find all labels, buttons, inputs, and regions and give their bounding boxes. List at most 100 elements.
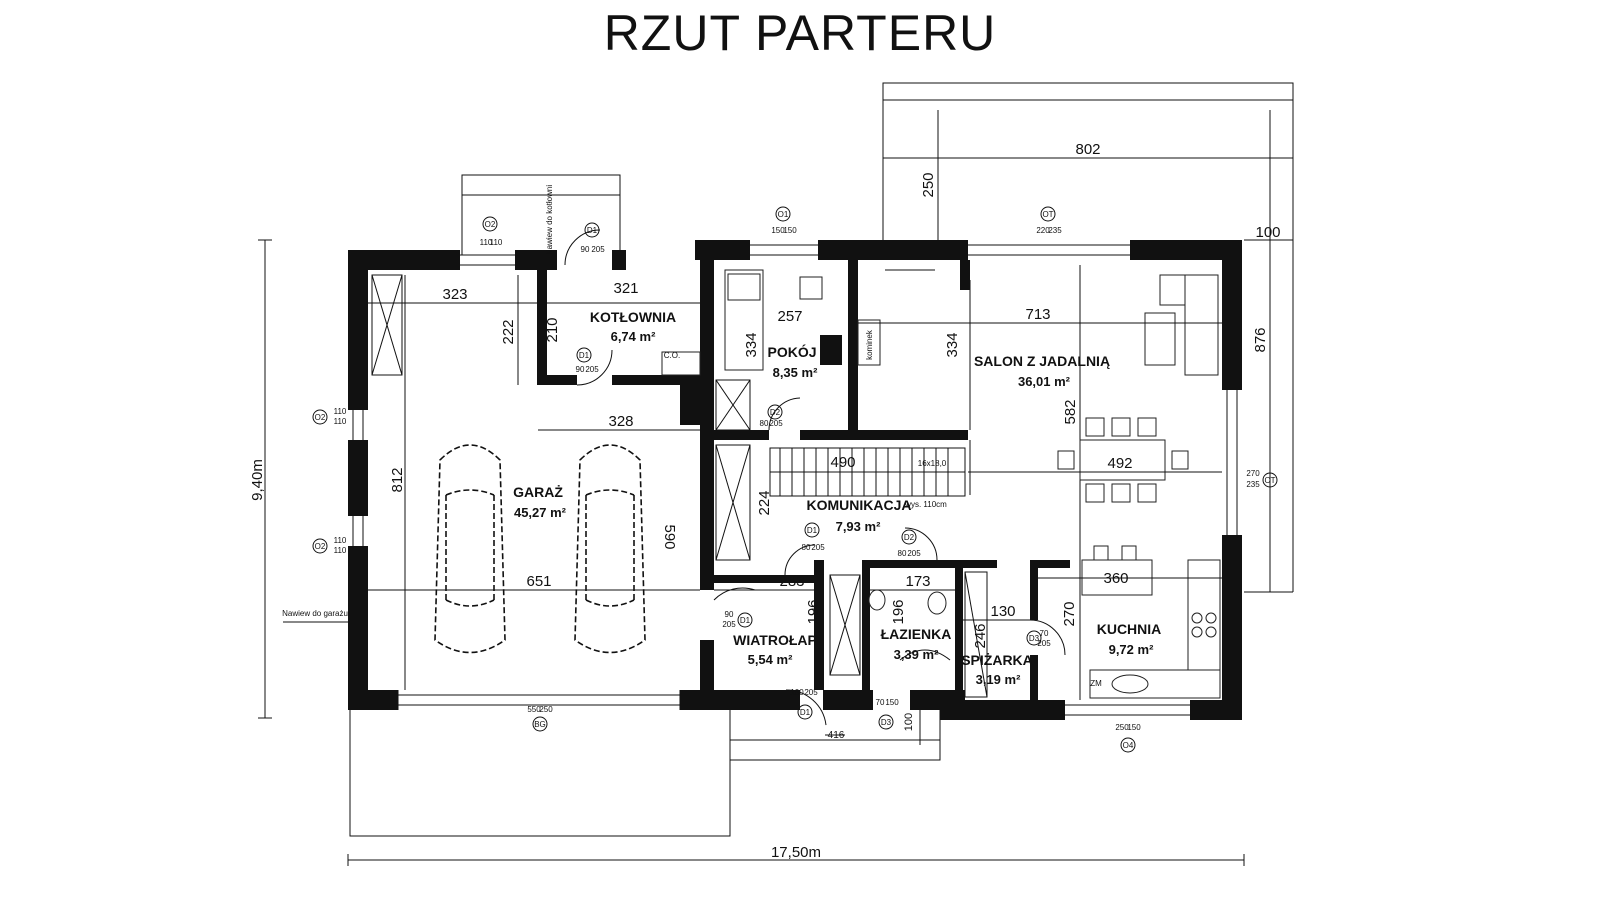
dim-right-876: 876	[1252, 327, 1269, 352]
dim-salon-582: 582	[1062, 399, 1079, 424]
furniture	[661, 269, 1221, 699]
opening-tag-label: O1	[778, 210, 789, 219]
dim-terrace-depth: 250	[920, 172, 937, 197]
dim-wiat-196: 196	[805, 599, 822, 624]
opening-tag-width: 70	[876, 698, 885, 707]
opening-tag-width: 220	[1036, 226, 1050, 235]
opening-tag-o2-left1: O2 110 110	[312, 407, 347, 426]
opening-tag-d3-spizarka: D3 70 205	[1026, 619, 1066, 656]
opening-tag-o2-left2: O2 110 110	[312, 536, 347, 555]
room-labels: KOTŁOWNIA 6,74 m² POKÓJ 8,35 m² SALON Z …	[513, 309, 1161, 687]
dim-garage-651: 651	[526, 573, 551, 590]
dimension-lines	[258, 110, 1278, 866]
fireplace-label: kominek	[865, 329, 874, 360]
opening-tag-d2-pokoj: D2 80 205	[760, 397, 801, 431]
dim-spiz-246: 246	[972, 623, 989, 648]
staircase	[769, 447, 966, 497]
dim-overall-height: 9,40m	[249, 459, 266, 501]
opening-tag-o2-top: O2 110 110	[480, 216, 503, 247]
opening-tag-label: D1	[579, 351, 590, 360]
stairs-steps: 16x18,0	[918, 459, 947, 468]
opening-tag-label: D1	[800, 708, 811, 717]
opening-tag-d2-komunikacja: D2 80 205	[898, 527, 938, 561]
room-name-wiatrolap: WIATROŁAP	[733, 632, 817, 648]
room-name-kuchnia: KUCHNIA	[1097, 621, 1162, 637]
opening-tag-height: 150	[783, 226, 797, 235]
opening-tag-height: 150	[885, 698, 899, 707]
opening-tag-width: 550	[527, 705, 541, 714]
dim-laz-196: 196	[890, 599, 907, 624]
opening-tag-width: 90	[725, 610, 734, 619]
room-area-komunikacja: 7,93 m²	[836, 519, 881, 534]
dim-wiat-283: 283	[779, 573, 804, 590]
opening-tag-height: 205	[1037, 639, 1051, 648]
kotlownia-vent-note: Nawiew do kotłowni	[545, 185, 554, 255]
opening-tag-height: 110	[334, 417, 347, 426]
dim-kotlownia-321: 321	[613, 280, 638, 297]
opening-tag-label: OT	[1264, 476, 1275, 485]
opening-tag-width: 80	[760, 419, 769, 428]
stairs-note: wys. 110cm	[904, 500, 947, 509]
opening-tag-height: 205	[804, 688, 818, 697]
opening-tag-label: O4	[1123, 741, 1134, 750]
dim-210: 210	[544, 317, 561, 342]
opening-tag-width: 80	[898, 549, 907, 558]
opening-tag-height: 235	[1048, 226, 1062, 235]
opening-tag-width: 110	[334, 536, 347, 545]
dim-garage-323: 323	[442, 286, 467, 303]
opening-tag-width: 270	[1246, 469, 1260, 478]
room-name-lazienka: ŁAZIENKA	[881, 626, 952, 642]
opening-tag-width: 250	[1115, 723, 1129, 732]
opening-tag-label: D2	[770, 408, 781, 417]
meter-label: ZM	[1090, 679, 1102, 688]
dim-overall-width: 17,50m	[771, 844, 821, 861]
walls	[348, 240, 1242, 720]
opening-tag-height: 235	[1246, 480, 1260, 489]
dim-stairs-490: 490	[830, 454, 855, 471]
opening-tag-label: OT	[1042, 210, 1053, 219]
opening-tag-ot-salon: OT 220 235	[1036, 206, 1062, 235]
opening-tag-label: D1	[740, 616, 751, 625]
room-area-salon: 36,01 m²	[1018, 374, 1071, 389]
opening-tag-width: 110	[334, 407, 347, 416]
opening-tag-label: BG	[534, 720, 546, 729]
room-name-spizarka: SPIŻARKA	[961, 652, 1033, 668]
room-name-komunikacja: KOMUNIKACJA	[807, 497, 912, 513]
room-name-salon: SALON Z JADALNIĄ	[974, 353, 1110, 369]
dim-pokoj-257: 257	[777, 308, 802, 325]
opening-tag-width: 100	[790, 688, 804, 697]
opening-tag-d1-komunikacja: D1 80 205	[784, 522, 825, 576]
opening-tag-o4-kuchnia: O4 250 150	[1115, 723, 1141, 753]
room-area-kuchnia: 9,72 m²	[1109, 642, 1154, 657]
opening-tag-label: O2	[485, 220, 496, 229]
dim-pokoj-334: 334	[743, 332, 760, 357]
opening-tag-width: 70	[1040, 629, 1049, 638]
room-name-kotlownia: KOTŁOWNIA	[590, 309, 676, 325]
opening-tag-label: D3	[881, 718, 892, 727]
opening-tag-height: 110	[490, 238, 503, 247]
dim-laz-173: 173	[905, 573, 930, 590]
opening-tag-height: 250	[539, 705, 553, 714]
room-name-garaz: GARAŻ	[513, 484, 563, 500]
opening-tag-label: D2	[904, 533, 915, 542]
dim-bottom-416: 416	[828, 730, 845, 741]
dim-kuch-270: 270	[1061, 601, 1078, 626]
dim-right-100: 100	[1255, 224, 1280, 241]
opening-tag-d3-lazienka: D3 70 150	[876, 698, 899, 730]
opening-tag-height: 205	[585, 365, 599, 374]
opening-tag-height: 205	[907, 549, 921, 558]
car-right	[574, 444, 646, 654]
opening-tag-label: O2	[315, 542, 326, 551]
dimension-labels: 17,50m 9,40m 802 250 100 876 323 321 222…	[249, 141, 1281, 861]
dim-terrace-width: 802	[1075, 141, 1100, 158]
dim-garage-328: 328	[608, 413, 633, 430]
opening-tag-height: 110	[334, 546, 347, 555]
room-name-pokoj: POKÓJ	[767, 343, 816, 360]
room-area-pokoj: 8,35 m²	[773, 365, 818, 380]
room-area-garaz: 45,27 m²	[514, 505, 567, 520]
windows	[352, 244, 1238, 716]
opening-tag-width: 90	[576, 365, 585, 374]
opening-tags: O2 110 110 O2 110 110 O2 110 110 D1 90 2…	[312, 206, 1278, 753]
drawing-title: RZUT PARTERU	[603, 5, 997, 61]
